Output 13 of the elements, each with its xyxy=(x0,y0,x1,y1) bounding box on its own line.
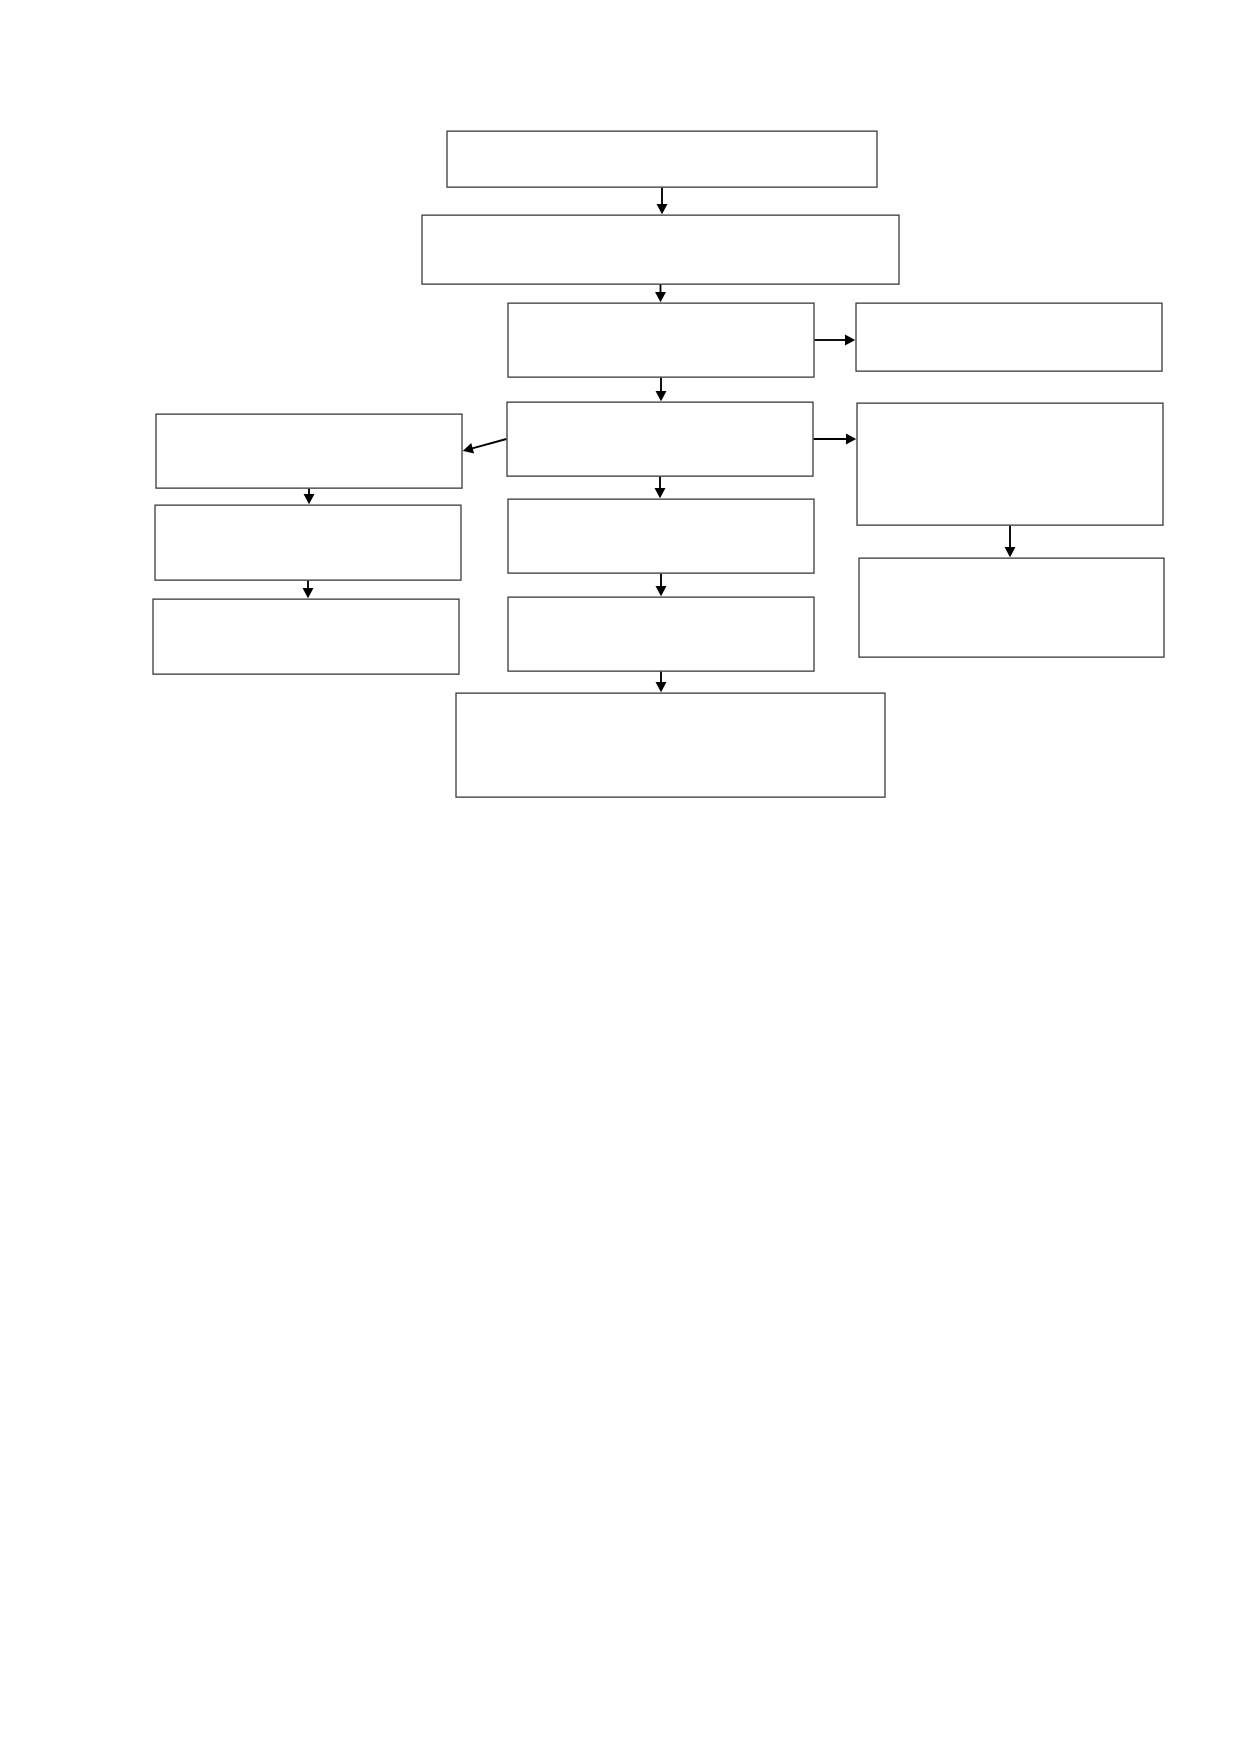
empty-box xyxy=(154,504,462,581)
empty-box xyxy=(155,413,463,489)
empty-box xyxy=(507,302,815,378)
empty-box xyxy=(507,498,815,574)
empty-box xyxy=(858,557,1165,658)
empty-box xyxy=(455,692,886,798)
empty-box xyxy=(507,596,815,672)
empty-box xyxy=(152,598,460,675)
empty-box xyxy=(506,401,814,477)
empty-box xyxy=(855,302,1163,372)
empty-box xyxy=(421,214,900,285)
empty-box xyxy=(446,130,878,188)
empty-box xyxy=(856,402,1164,526)
